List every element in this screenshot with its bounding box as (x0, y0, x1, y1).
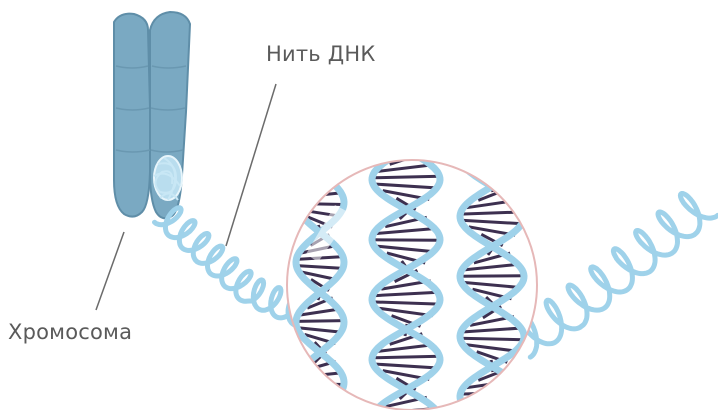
base-pair (405, 144, 407, 156)
dna-leader-line (226, 84, 276, 246)
dna-strand-label: Нить ДНК (266, 42, 375, 66)
chromosome-label: Хромосома (8, 320, 132, 344)
base-pair (461, 400, 522, 403)
base-pair (298, 148, 342, 153)
base-pair (462, 148, 522, 152)
chromatid-left (114, 14, 151, 217)
base-pair (296, 321, 344, 322)
dna-coil-right (521, 194, 718, 358)
base-pair (460, 158, 523, 160)
base-pair (314, 171, 326, 183)
base-pair (300, 390, 341, 396)
base-pair (296, 204, 344, 205)
chromosome-leader-line (96, 232, 124, 310)
base-pair (460, 338, 523, 340)
base-pair (308, 397, 333, 407)
base-pair (372, 176, 439, 178)
magnifier (287, 144, 537, 410)
chromatin-tangle (154, 156, 182, 200)
base-pair (372, 356, 439, 358)
base-pair (315, 162, 326, 174)
base-pair (305, 154, 336, 163)
dna-coil-left (155, 208, 299, 325)
base-pair (466, 165, 519, 172)
base-pair (318, 405, 321, 410)
chromosome (114, 12, 190, 218)
